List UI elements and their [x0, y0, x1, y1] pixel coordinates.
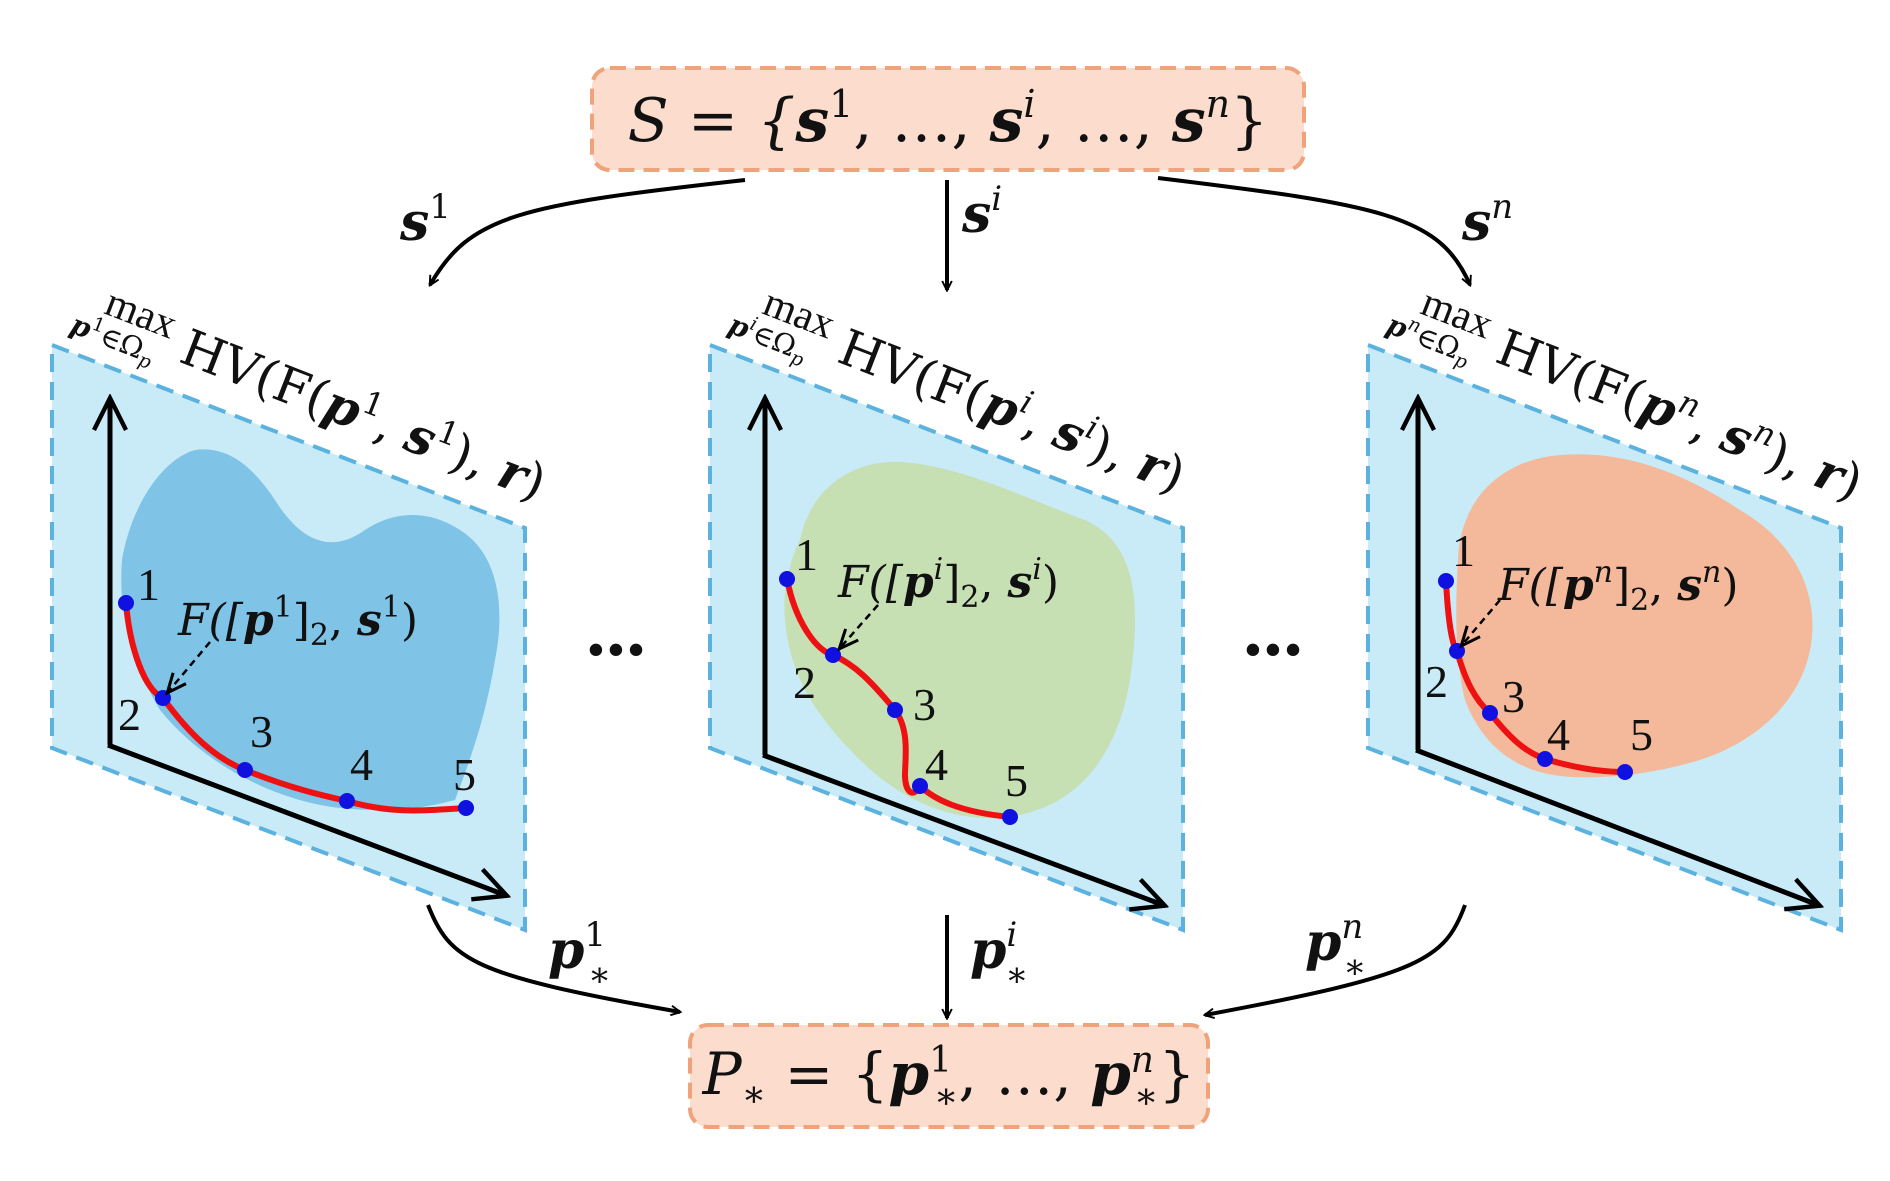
panel-3-point-3 [1482, 705, 1498, 721]
input-label-s1: s1 [399, 187, 451, 253]
output-labels: p1∗ pi∗ pn∗ [548, 907, 1366, 995]
panel-1-region [121, 449, 500, 810]
bottom-set-formula: P∗ = {p1∗, …, pn∗} [702, 1040, 1196, 1117]
panel-3-label-2: 2 [1425, 656, 1448, 707]
panel-3-label-3: 3 [1502, 671, 1525, 722]
output-label-p1: p1∗ [548, 915, 611, 995]
arrow-p1 [426, 904, 680, 1012]
panel-3-region [1456, 454, 1813, 778]
panel-2-curve [784, 578, 1011, 820]
panel-3-x-axis [1415, 747, 1818, 905]
panel-3-annotation: F([pn]2, sn) [1497, 555, 1739, 618]
top-set-box: S = {s1, …, si, …, sn} [590, 66, 1306, 172]
panel-2-annotation-arrow [840, 604, 879, 648]
panel-1-label-4: 4 [350, 739, 373, 790]
input-label-si: si [961, 179, 1002, 245]
panel-2-label-3: 3 [913, 679, 936, 730]
panel-2-label-4: 4 [925, 739, 948, 790]
panel-1: 1 2 3 4 5 F([p1]2, s1) max p1∈Ωp HV(F(p1… [50, 279, 554, 933]
arrow-pn [1205, 904, 1467, 1015]
panel-2: 1 2 3 4 5 F([pi]2, si) max pi∈Ωp HV(F(pi… [708, 279, 1193, 933]
panel-2-annotation: F([pi]2, si) [837, 552, 1059, 615]
panel-3-point-4 [1537, 751, 1553, 767]
panel-1-point-3 [237, 762, 253, 778]
panel-3-point-1 [1438, 573, 1454, 589]
panel-1-label-3: 3 [250, 706, 273, 757]
panel-1-point-4 [339, 793, 355, 809]
panel-2-point-5 [1002, 809, 1018, 825]
top-set-formula: S = {s1, …, si, …, sn} [628, 82, 1269, 156]
input-arrows [428, 176, 1472, 290]
bottom-set-box-frame [688, 1023, 1210, 1129]
panel-2-label-5: 5 [1005, 755, 1028, 806]
panel-2-label-2: 2 [793, 657, 816, 708]
arrow-s1 [428, 178, 746, 285]
panel-2-point-3 [887, 702, 903, 718]
panel-1-point-5 [458, 800, 474, 816]
panel-3-annotation-arrow [1462, 599, 1501, 645]
ellipsis-left: ••• [588, 624, 648, 675]
panel-2-point-2 [825, 647, 841, 663]
ellipsis-right: ••• [1245, 624, 1305, 675]
input-labels: s1 si sn [399, 179, 1513, 253]
panel-1-label-2: 2 [118, 689, 141, 740]
panel-1-annotation: F([p1]2, s1) [177, 590, 418, 653]
panel-3-label-1: 1 [1452, 525, 1475, 576]
panel-1-label-1: 1 [137, 559, 160, 610]
panel-2-label-1: 1 [795, 529, 818, 580]
output-arrows [426, 904, 1467, 1018]
panel-1-x-axis [107, 742, 505, 895]
output-label-pn: pn∗ [1305, 907, 1366, 987]
panel-3-point-5 [1617, 764, 1633, 780]
bottom-set-box: P∗ = {p1∗, …, pn∗} [688, 1023, 1210, 1129]
panel-3-point-2 [1449, 643, 1465, 659]
panel-2-region [784, 461, 1136, 819]
top-set-box-frame [590, 66, 1306, 172]
arrow-sn [1157, 176, 1472, 285]
panel-2-x-axis [762, 752, 1163, 905]
output-label-pi: pi∗ [970, 915, 1028, 995]
input-label-sn: sn [1461, 187, 1513, 253]
panel-2-point-1 [779, 571, 795, 587]
panel-1-annotation-arrow [168, 641, 211, 692]
panel-1-label-5: 5 [453, 749, 476, 800]
panel-2-point-4 [912, 778, 928, 794]
panel-3: 1 2 3 4 5 F([pn]2, sn) max pn∈Ωp HV(F(pn… [1366, 279, 1870, 933]
panel-3-label-5: 5 [1630, 709, 1653, 760]
panel-1-point-1 [118, 595, 134, 611]
panel-3-label-4: 4 [1547, 709, 1570, 760]
